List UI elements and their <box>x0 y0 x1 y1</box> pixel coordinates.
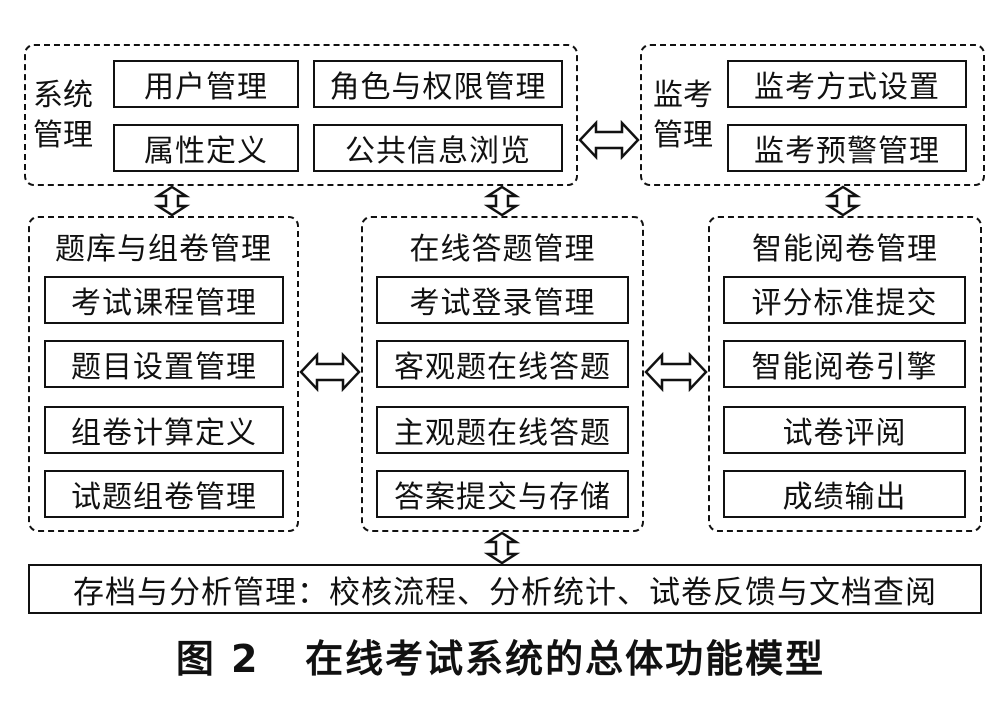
objective-online-answer-box: 客观题在线答题 <box>376 340 629 388</box>
archive-analysis-bar: 存档与分析管理：校核流程、分析统计、试卷反馈与文档查阅 <box>28 564 982 614</box>
system-management-label: 系统管理 <box>33 78 93 153</box>
paper-algorithm-definition-box: 组卷计算定义 <box>44 406 284 454</box>
proctor-management-label: 监考管理 <box>653 78 713 153</box>
questionbank-online-double-arrow <box>299 351 361 393</box>
figure-caption: 图 2 在线考试系统的总体功能模型 <box>175 637 826 681</box>
attribute-definition-box: 属性定义 <box>113 124 299 172</box>
smart-grading-title: 智能阅卷管理 <box>752 232 938 267</box>
online-archive-double-arrow <box>483 531 521 565</box>
system-online-double-arrow <box>483 185 521 217</box>
smart-grading-engine-box: 智能阅卷引擎 <box>723 340 966 388</box>
online-answer-title: 在线答题管理 <box>409 232 596 267</box>
proctor-alert-management-box: 监考预警管理 <box>727 124 967 172</box>
exam-course-management-box: 考试课程管理 <box>44 276 284 324</box>
question-bank-title: 题库与组卷管理 <box>55 232 272 267</box>
system-proctor-double-arrow <box>578 119 640 161</box>
answer-submit-storage-box: 答案提交与存储 <box>376 470 629 518</box>
paper-review-box: 试卷评阅 <box>723 406 966 454</box>
proctor-mode-setting-box: 监考方式设置 <box>727 60 967 108</box>
public-info-browse-box: 公共信息浏览 <box>313 124 563 172</box>
subjective-online-answer-box: 主观题在线答题 <box>376 406 629 454</box>
proctor-grading-double-arrow <box>824 185 862 217</box>
online-grading-double-arrow <box>644 351 708 393</box>
paper-assembly-management-box: 试题组卷管理 <box>44 470 284 518</box>
question-setting-management-box: 题目设置管理 <box>44 340 284 388</box>
exam-login-management-box: 考试登录管理 <box>376 276 629 324</box>
system-questionbank-double-arrow <box>153 185 191 217</box>
scoring-standard-submit-box: 评分标准提交 <box>723 276 966 324</box>
user-management-box: 用户管理 <box>113 60 299 108</box>
role-permission-management-box: 角色与权限管理 <box>313 60 563 108</box>
score-output-box: 成绩输出 <box>723 470 966 518</box>
